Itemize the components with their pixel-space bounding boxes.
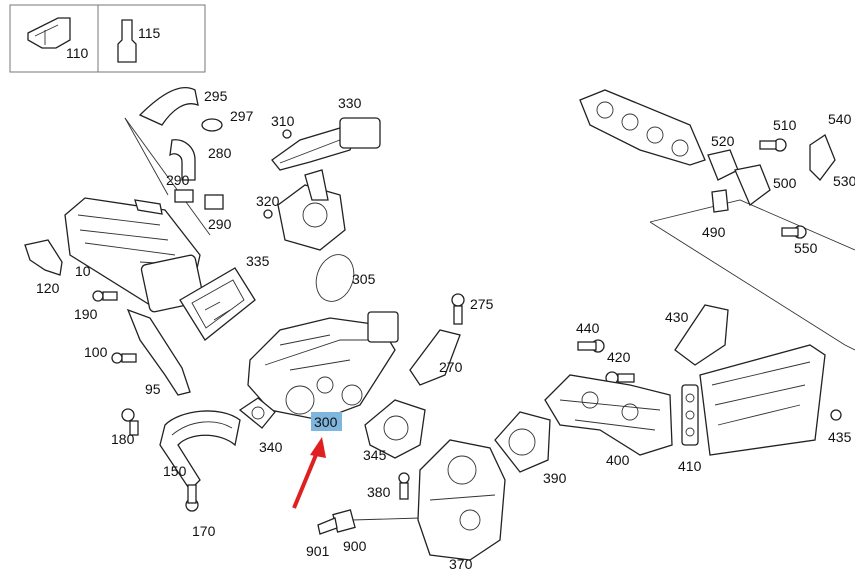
- gasket-335: [179, 267, 256, 341]
- callout-550[interactable]: 550: [794, 240, 818, 256]
- bracket-110-shape: [27, 17, 71, 49]
- callout-500[interactable]: 500: [773, 175, 797, 191]
- gasket-345: [364, 399, 426, 459]
- head-section-435: [699, 344, 842, 456]
- callout-510[interactable]: 510: [773, 117, 797, 133]
- callout-900[interactable]: 900: [343, 538, 367, 554]
- stud-115-shape: [117, 19, 137, 63]
- exhaust-manifold-top: [579, 89, 706, 166]
- valve-320: [263, 169, 346, 251]
- bolt-190: [92, 290, 118, 302]
- callout-297[interactable]: 297: [230, 108, 254, 124]
- callout-310[interactable]: 310: [271, 113, 295, 129]
- bolt-100: [111, 352, 137, 364]
- callout-520[interactable]: 520: [711, 133, 735, 149]
- callout-290-a[interactable]: 290: [166, 172, 190, 188]
- egr-cooler-10: [64, 197, 205, 313]
- bolt-170: [185, 484, 199, 512]
- callout-380[interactable]: 380: [367, 484, 391, 500]
- callout-295[interactable]: 295: [204, 88, 228, 104]
- bracket-270: [409, 329, 461, 386]
- hose-295-280: [138, 86, 224, 210]
- inset-box: [9, 4, 206, 73]
- callout-530[interactable]: 530: [833, 173, 855, 189]
- callout-150[interactable]: 150: [163, 463, 187, 479]
- callout-95[interactable]: 95: [145, 381, 161, 397]
- callout-115[interactable]: 115: [138, 25, 161, 41]
- callout-270[interactable]: 270: [439, 359, 463, 375]
- leader-lines: [124, 117, 855, 521]
- callout-340[interactable]: 340: [259, 439, 283, 455]
- callout-370[interactable]: 370: [449, 556, 473, 572]
- callout-labels: 295 297 280 290 290 310 330 320 335 305 …: [36, 88, 855, 572]
- callout-10[interactable]: 10: [75, 263, 91, 279]
- callout-540[interactable]: 540: [828, 111, 852, 127]
- highlight-300-box: [311, 412, 342, 431]
- bolt-380: [398, 472, 410, 500]
- callout-180[interactable]: 180: [111, 431, 135, 447]
- seal-ring-305: [315, 254, 355, 302]
- callout-190[interactable]: 190: [74, 306, 98, 322]
- pipe-150: [159, 410, 241, 492]
- egr-valve-300: [247, 311, 399, 421]
- gasket-340: [238, 397, 276, 429]
- gasket-390: [494, 411, 551, 473]
- sensor-900-901: [317, 509, 356, 535]
- gasket-410: [681, 384, 699, 446]
- bolt-180: [121, 408, 139, 436]
- callout-320[interactable]: 320: [256, 193, 280, 209]
- bracket-120: [24, 239, 63, 276]
- callout-430[interactable]: 430: [665, 309, 689, 325]
- callout-305[interactable]: 305: [352, 271, 376, 287]
- housing-370: [417, 439, 506, 561]
- manifold-400: [544, 374, 673, 456]
- red-arrow: [292, 437, 326, 509]
- callout-290-b[interactable]: 290: [208, 216, 232, 232]
- callout-280[interactable]: 280: [208, 145, 232, 161]
- callout-901[interactable]: 901: [306, 543, 330, 559]
- harness-310-330: [271, 117, 381, 171]
- callout-440[interactable]: 440: [576, 320, 600, 336]
- callout-345[interactable]: 345: [363, 447, 387, 463]
- callout-120[interactable]: 120: [36, 280, 60, 296]
- callout-100[interactable]: 100: [84, 344, 108, 360]
- bracket-95: [126, 308, 191, 396]
- callout-390[interactable]: 390: [543, 470, 567, 486]
- callout-490[interactable]: 490: [702, 224, 726, 240]
- callout-170[interactable]: 170: [192, 523, 216, 539]
- gasket-430: [674, 304, 729, 366]
- bolt-275: [451, 293, 465, 325]
- callout-420[interactable]: 420: [607, 349, 631, 365]
- callout-330[interactable]: 330: [338, 95, 362, 111]
- small-parts-right: [707, 134, 836, 239]
- callout-275[interactable]: 275: [470, 296, 494, 312]
- callout-335[interactable]: 335: [246, 253, 270, 269]
- callout-410[interactable]: 410: [678, 458, 702, 474]
- callout-300[interactable]: 300: [314, 414, 338, 430]
- callout-400[interactable]: 400: [606, 452, 630, 468]
- bolt-440: [577, 339, 605, 353]
- callout-435[interactable]: 435: [828, 429, 852, 445]
- callout-110[interactable]: 110: [66, 45, 89, 61]
